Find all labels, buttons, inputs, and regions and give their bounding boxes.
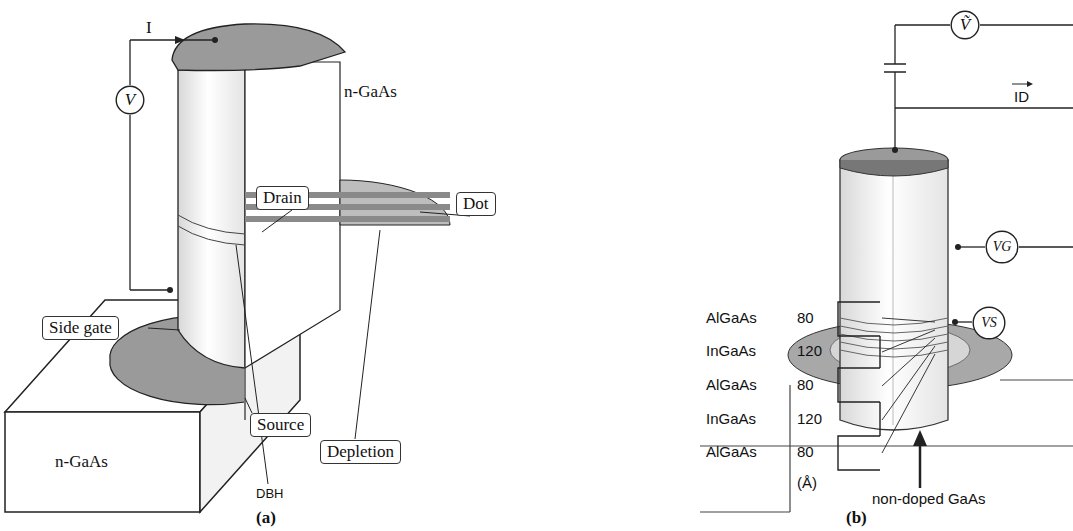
region-label-box: Drain: [256, 186, 309, 210]
gate-voltage-symbol: VG: [985, 230, 1019, 264]
layer-material: AlGaAs: [706, 309, 757, 326]
region-label-box: Depletion: [320, 440, 401, 464]
source-voltage-symbol: VS: [972, 306, 1006, 340]
layer-thickness: 80: [797, 376, 814, 393]
layer-material: InGaAs: [706, 410, 756, 427]
layer-thickness: 120: [797, 410, 822, 427]
current-label: ID: [1014, 88, 1029, 105]
material-label: non-doped GaAs: [872, 490, 985, 507]
layer-thickness: 80: [797, 443, 814, 460]
region-label-box: Side gate: [42, 316, 119, 340]
node-text: VS: [981, 315, 997, 331]
region-label-box: Source: [250, 413, 311, 437]
part-label: DBH: [256, 486, 283, 501]
current-label: I: [146, 18, 152, 38]
node-text: VG: [993, 239, 1012, 255]
layer-material: AlGaAs: [706, 376, 757, 393]
voltmeter-symbol: V: [115, 85, 145, 115]
node-text: Source: [257, 415, 304, 434]
layer-thickness: 120: [797, 342, 822, 359]
node-text: Drain: [263, 188, 302, 207]
node-text: Dot: [463, 194, 489, 213]
layer-material: InGaAs: [706, 342, 756, 359]
unit-label: (Å): [797, 474, 817, 491]
ac-source-symbol: Ṽ: [950, 10, 980, 40]
node-text: Depletion: [327, 442, 394, 461]
material-label: n-GaAs: [344, 82, 397, 102]
material-label: n-GaAs: [55, 452, 108, 472]
node-text: Side gate: [49, 318, 112, 337]
panel-label: (b): [846, 508, 867, 528]
panel-label: (a): [256, 508, 276, 528]
node-text: Ṽ: [960, 15, 970, 35]
node-text: V: [125, 90, 135, 110]
layer-material: AlGaAs: [706, 443, 757, 460]
layer-thickness: 80: [797, 309, 814, 326]
region-label-box: Dot: [456, 192, 496, 216]
